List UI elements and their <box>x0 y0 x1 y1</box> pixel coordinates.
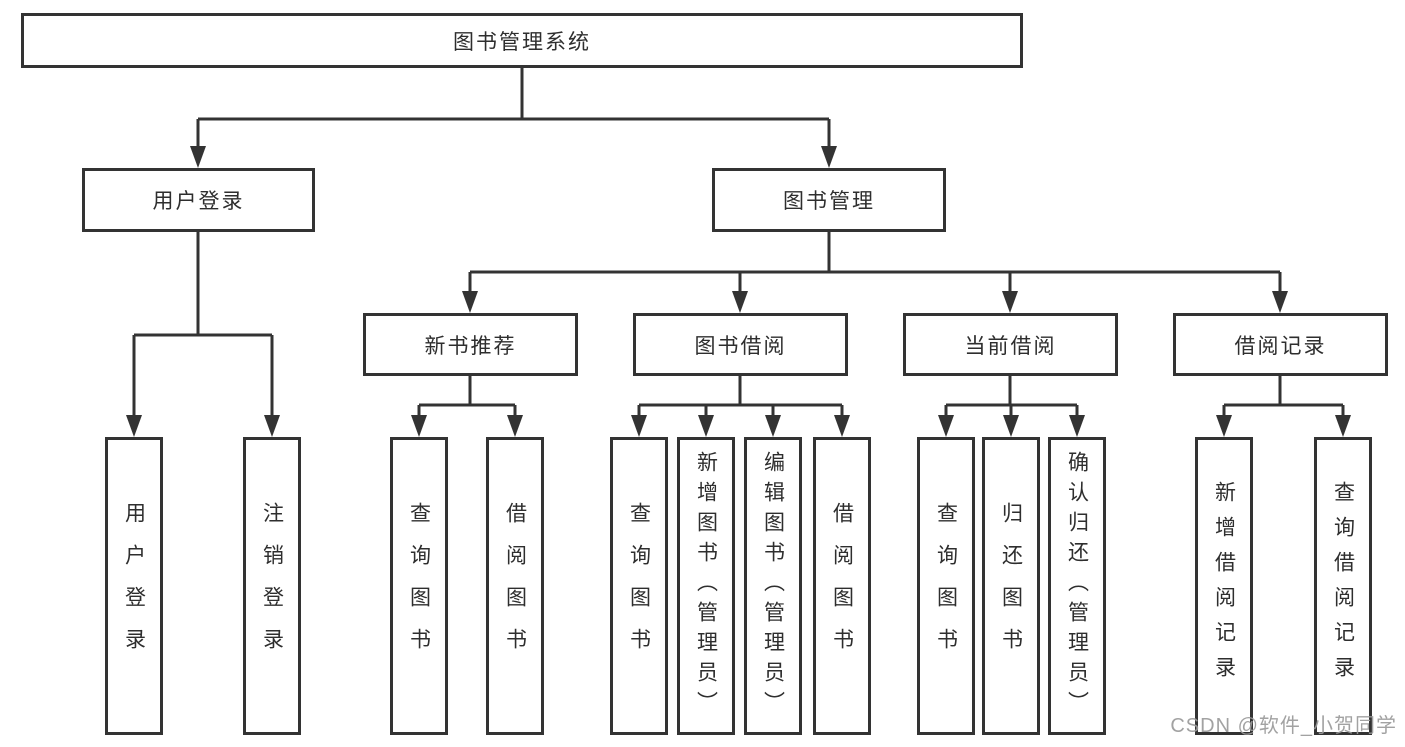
leaf-borrow-books: 借阅图书 <box>813 437 871 735</box>
leaf-label: 新增借阅记录 <box>1212 481 1236 691</box>
leaf-recommend-query-books: 查询图书 <box>390 437 448 735</box>
node-current-borrow: 当前借阅 <box>903 313 1118 376</box>
arrowheads <box>126 146 1351 437</box>
leaf-user-login: 用户登录 <box>105 437 163 735</box>
leaf-return-books: 归还图书 <box>982 437 1040 735</box>
leaf-label: 查询图书 <box>407 502 431 670</box>
leaf-confirm-return-admin: 确认归还（管理员） <box>1048 437 1106 735</box>
node-book-borrow: 图书借阅 <box>633 313 848 376</box>
leaf-recommend-borrow-books: 借阅图书 <box>486 437 544 735</box>
leaf-logout: 注销登录 <box>243 437 301 735</box>
leaf-label: 查询图书 <box>627 502 651 670</box>
leaf-label: 确认归还（管理员） <box>1065 451 1089 721</box>
csdn-watermark: CSDN @软件_小贺同学 <box>1170 715 1397 737</box>
leaf-label: 新增图书（管理员） <box>694 451 718 721</box>
leaf-current-query-books: 查询图书 <box>917 437 975 735</box>
leaf-add-books-admin: 新增图书（管理员） <box>677 437 735 735</box>
leaf-borrow-query-books: 查询图书 <box>610 437 668 735</box>
leaf-label: 借阅图书 <box>830 502 854 670</box>
node-root: 图书管理系统 <box>21 13 1023 68</box>
leaf-add-borrow-record: 新增借阅记录 <box>1195 437 1253 735</box>
leaf-label: 归还图书 <box>999 502 1023 670</box>
node-new-book-recommend: 新书推荐 <box>363 313 578 376</box>
leaf-label: 用户登录 <box>122 502 146 670</box>
leaf-query-borrow-record: 查询借阅记录 <box>1314 437 1372 735</box>
node-user-login: 用户登录 <box>82 168 315 232</box>
leaf-label: 查询借阅记录 <box>1331 481 1355 691</box>
node-book-management: 图书管理 <box>712 168 946 232</box>
leaf-label: 注销登录 <box>260 502 284 670</box>
leaf-label: 借阅图书 <box>503 502 527 670</box>
node-borrow-records: 借阅记录 <box>1173 313 1388 376</box>
connector-paths <box>132 68 1345 421</box>
leaf-edit-books-admin: 编辑图书（管理员） <box>744 437 802 735</box>
leaf-label: 编辑图书（管理员） <box>761 451 785 721</box>
leaf-label: 查询图书 <box>934 502 958 670</box>
